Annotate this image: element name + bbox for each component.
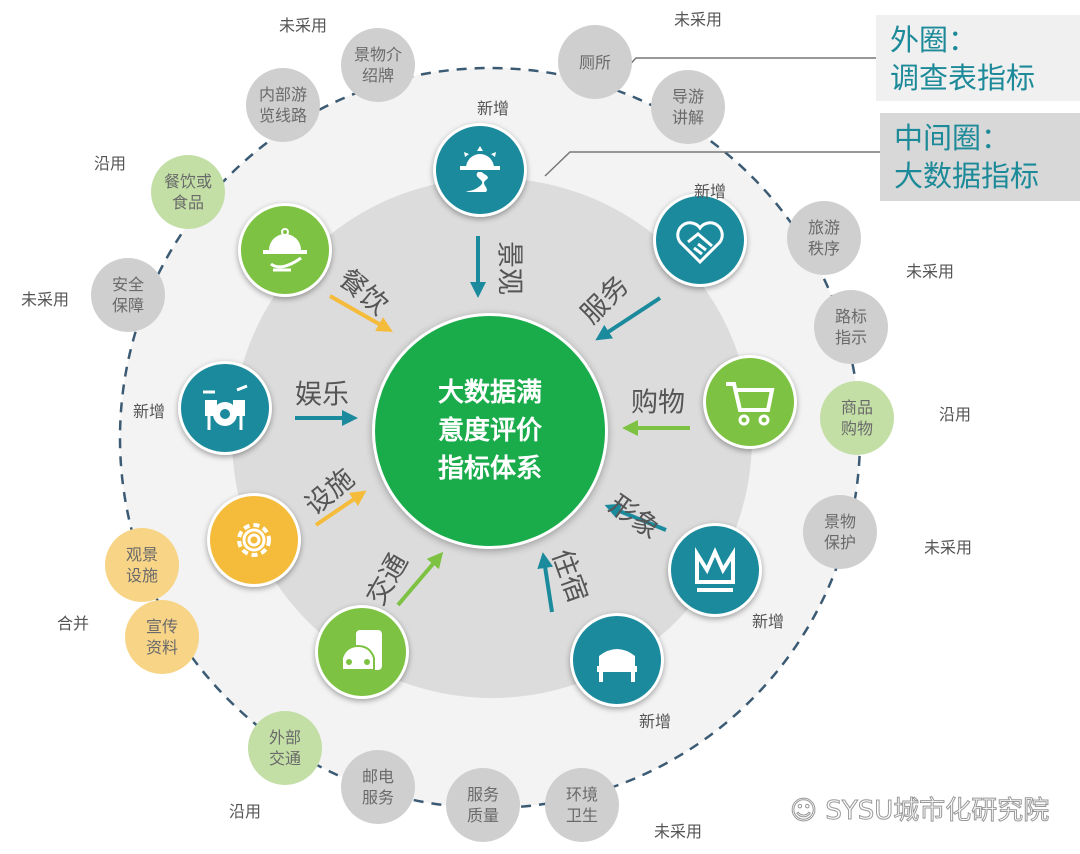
outer-indicator: 内部游览线路 [246, 68, 320, 142]
watermark: ☺ SYSU城市化研究院 [789, 790, 1050, 827]
outer-indicator: 厕所 [558, 25, 632, 99]
outer-indicator: 邮电服务 [341, 750, 415, 824]
outer-indicator-label: 景物保护 [823, 512, 856, 552]
category-arrow [396, 551, 444, 607]
vehicle-icon [315, 605, 409, 699]
status-label: 沿用 [228, 802, 262, 821]
status-label: 合并 [56, 614, 90, 633]
outer-indicator-label: 服务质量 [466, 785, 499, 825]
category-arrow [537, 552, 554, 613]
outer-indicator: 环境卫生 [545, 768, 619, 842]
category-label: 娱乐 [295, 379, 349, 411]
outer-indicator-label: 邮电服务 [361, 767, 394, 807]
outer-indicator-label: 景物介绍牌 [353, 45, 402, 85]
status-label: 沿用 [93, 154, 127, 173]
outer-indicator: 观景设施 [105, 528, 179, 602]
outer-indicator-label: 宣传资料 [145, 617, 178, 657]
outer-indicator: 旅游秩序 [787, 201, 861, 275]
outer-indicator-label: 内部游览线路 [258, 85, 307, 125]
outer-indicator: 餐饮或食品 [151, 155, 225, 229]
outer-indicator-label: 观景设施 [125, 545, 158, 585]
outer-indicator: 安全保障 [91, 258, 165, 332]
category-status: 新增 [638, 712, 672, 731]
middle-legend-leader [544, 151, 880, 177]
status-label: 未采用 [905, 262, 955, 281]
gear-icon [207, 493, 301, 587]
status-label: 未采用 [673, 10, 723, 29]
outer-indicator-label: 路标指示 [834, 307, 867, 347]
category-label: 景观 [493, 241, 525, 295]
outer-indicator-label: 环境卫生 [565, 785, 598, 825]
category-status: 新增 [476, 99, 510, 118]
category-arrow [314, 490, 367, 527]
outer-ring-legend: 外圈： 调查表指标 [876, 15, 1080, 101]
outer-indicator-label: 导游讲解 [671, 87, 704, 127]
handshake-heart-icon [653, 193, 747, 287]
food-tray-icon [238, 203, 332, 297]
middle-ring-legend: 中间圈： 大数据指标 [880, 113, 1080, 201]
outer-indicator: 路标指示 [814, 290, 888, 364]
wechat-icon: ☺ [789, 796, 826, 827]
category-arrow [604, 503, 667, 532]
status-label: 未采用 [278, 16, 328, 35]
category-label: 购物 [631, 387, 685, 419]
status-label: 沿用 [938, 405, 972, 424]
category-status: 新增 [751, 612, 785, 631]
outer-legend-line1: 外圈： [890, 23, 978, 57]
outer-indicator: 景物保护 [803, 495, 877, 569]
outer-indicator-label: 商品购物 [840, 398, 873, 438]
outer-indicator-label: 餐饮或食品 [163, 172, 212, 212]
outer-indicator: 外部交通 [248, 711, 322, 785]
outer-legend-leader [619, 57, 876, 76]
center-title-line2: 意度评价 [437, 416, 542, 446]
outer-indicator-label: 外部交通 [268, 728, 301, 768]
category-status: 新增 [693, 182, 727, 201]
center-title: 大数据满 意度评价 指标体系 [372, 313, 608, 549]
status-label: 未采用 [20, 290, 70, 309]
category-arrow [595, 296, 662, 341]
outer-indicator: 商品购物 [820, 381, 894, 455]
drum-kit-icon [178, 361, 272, 455]
crown-icon [668, 523, 762, 617]
outer-indicator-label: 旅游秩序 [807, 218, 840, 258]
category-status: 新增 [132, 402, 166, 421]
center-title-line3: 指标体系 [437, 454, 542, 484]
outer-indicator-label: 安全保障 [111, 275, 144, 315]
center-title-line1: 大数据满 [437, 378, 542, 408]
category-arrow [329, 294, 393, 332]
outer-indicator: 宣传资料 [125, 600, 199, 674]
outer-indicator: 服务质量 [446, 768, 520, 842]
outer-indicator-label: 厕所 [578, 52, 611, 72]
middle-legend-line2: 大数据指标 [894, 159, 1040, 193]
bed-icon [570, 613, 664, 707]
outer-legend-line2: 调查表指标 [890, 61, 1036, 95]
status-label: 未采用 [653, 822, 703, 841]
status-label: 未采用 [923, 538, 973, 557]
scenery-icon [433, 123, 527, 217]
outer-indicator: 景物介绍牌 [341, 28, 415, 102]
shopping-cart-icon [703, 355, 797, 449]
outer-indicator: 导游讲解 [651, 70, 725, 144]
middle-legend-line1: 中间圈： [894, 121, 1011, 155]
watermark-text: SYSU城市化研究院 [825, 796, 1050, 827]
